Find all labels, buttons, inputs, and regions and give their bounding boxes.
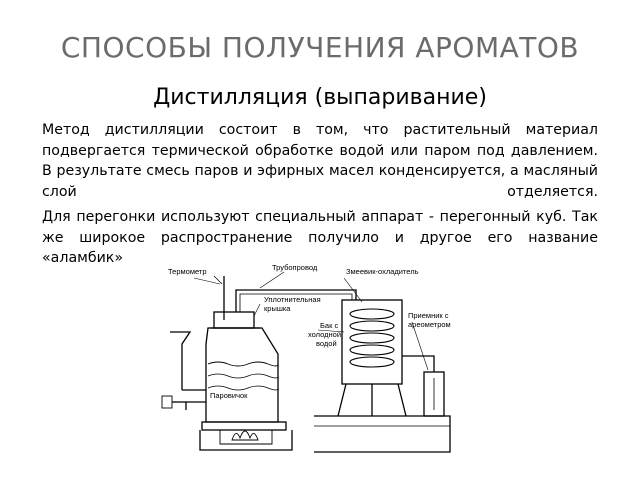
slide-subtitle: Дистилляция (выпаривание) (153, 85, 487, 110)
distillation-apparatus-diagram: Термометр Трубопровод Змеевик-охладитель… (150, 260, 480, 460)
label-receiver-line1: Приемник с (408, 311, 449, 320)
still-body (205, 327, 279, 423)
label-tank-line1: Бак с (320, 321, 338, 330)
cooling-coil (349, 308, 395, 368)
burner-flame (231, 430, 259, 441)
apparatus-drawing: Термометр Трубопровод Змеевик-охладитель… (161, 263, 451, 453)
label-thermometer: Термометр (168, 267, 207, 276)
slide-title: СПОСОБЫ ПОЛУЧЕНИЯ АРОМАТОВ (60, 31, 580, 64)
pipeline (235, 289, 357, 312)
sealing-lid (213, 311, 255, 329)
label-sealing-lid-line2: крышка (264, 304, 291, 313)
label-steamer: Паровичок (210, 391, 248, 400)
label-receiver-line2: ареометром (408, 320, 451, 329)
label-pipeline: Трубопровод (272, 263, 318, 272)
label-coil-cooler: Змеевик-охладитель (346, 267, 419, 276)
paragraph-distillation-method: Метод дистилляции состоит в том, что рас… (42, 122, 598, 200)
label-tank-line3: водой (316, 339, 337, 348)
funnel (170, 331, 192, 390)
paragraph-alembic: Для перегонки используют специальный апп… (42, 209, 598, 266)
label-tank-line2: холодной (308, 330, 341, 339)
label-sealing-lid-line1: Уплотнительная (264, 295, 321, 304)
